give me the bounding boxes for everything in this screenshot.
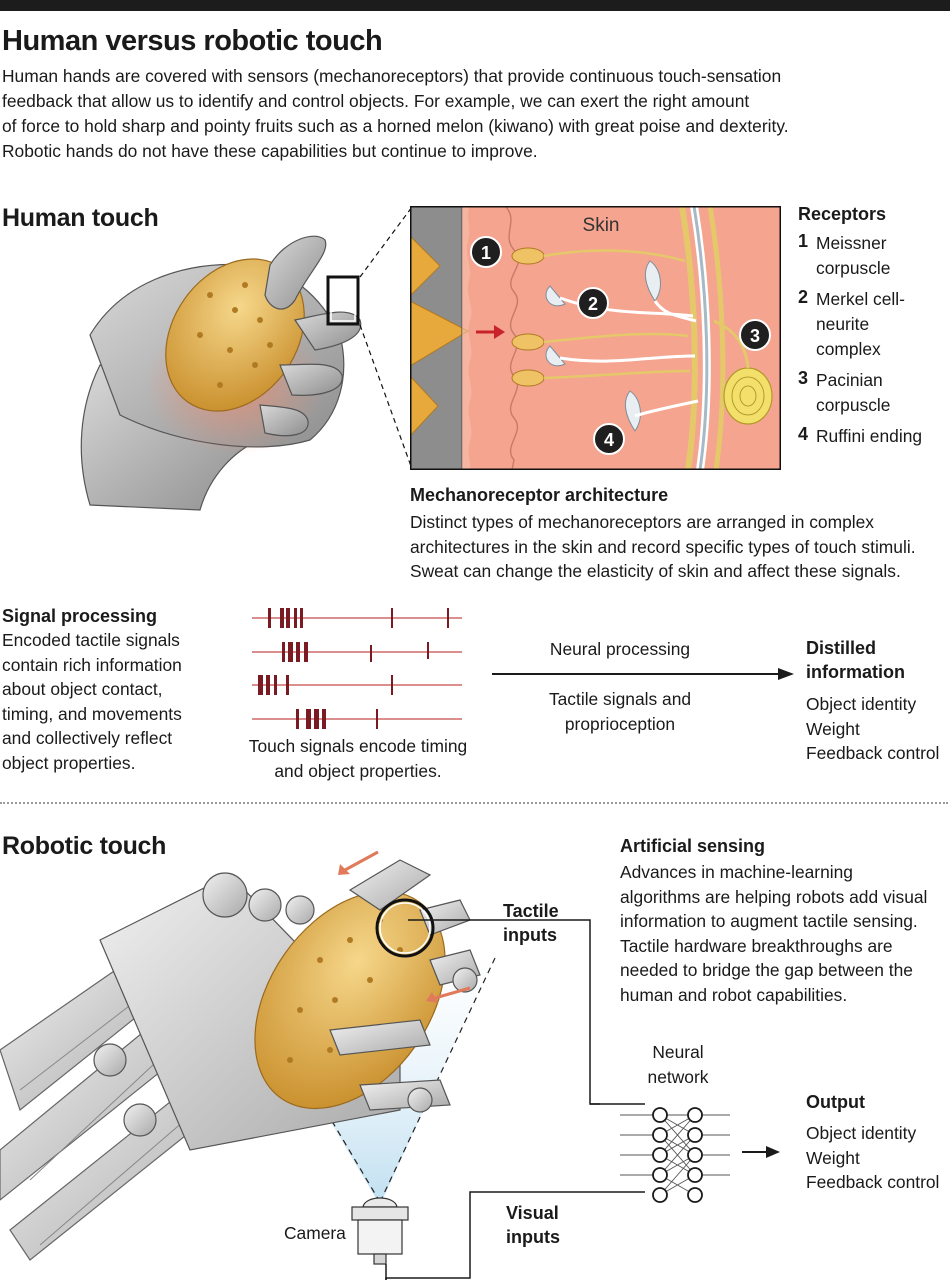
receptor-item: 1 Meissner corpuscle (798, 231, 891, 278)
skin-cross-section: 1 2 3 4 Skin (410, 206, 781, 470)
section-divider (0, 802, 948, 804)
intro-line: of force to hold sharp and pointy fruits… (2, 116, 789, 136)
camera-label: Camera (284, 1223, 346, 1243)
neural-processing-label: Neural processing (549, 639, 691, 659)
receptor-item: 2 Merkel cell- neurite complex (798, 287, 905, 359)
architecture-heading: Mechanoreceptor architecture (410, 485, 669, 505)
svg-text:2: 2 (588, 294, 598, 314)
signal-processing-heading: Signal processing (2, 606, 158, 626)
distilled-heading: Distilled information (806, 638, 905, 682)
intro-line: Human hands are covered with sensors (me… (2, 66, 782, 86)
architecture-text: Distinct types of mechanoreceptors are a… (410, 512, 916, 581)
marker-1: 1 (470, 236, 502, 268)
receptor-item: 3 Pacinian corpuscle (798, 368, 891, 415)
signal-processing-text: Encoded tactile signals contain rich inf… (2, 630, 182, 773)
zoom-lines (359, 206, 413, 470)
spike-trains (252, 608, 462, 729)
page-title: Human versus robotic touch (2, 25, 383, 57)
tactile-wire (408, 919, 600, 1105)
output-heading: Output (806, 1092, 865, 1112)
human-hand-illustration (80, 235, 362, 511)
receptors-legend: Receptors 1 Meissner corpuscle 2 Merkel … (798, 204, 948, 449)
artificial-sensing-text: Advances in machine-learning algorithms … (620, 862, 928, 1005)
neural-network-label: Neural network (647, 1042, 709, 1087)
intro-line: feedback that allow us to identify and c… (2, 91, 750, 111)
top-rule (0, 0, 950, 11)
robotic-touch-heading: Robotic touch (2, 832, 167, 860)
svg-text:1: 1 (481, 243, 491, 263)
receptors-heading: Receptors (798, 204, 887, 224)
tactile-inputs-label: Tactile inputs (503, 901, 559, 945)
output-items: Object identity Weight Feedback control (806, 1123, 940, 1192)
visual-inputs-label: Visual inputs (506, 1203, 560, 1247)
zoom-box (326, 275, 360, 326)
intro-paragraph: Human hands are covered with sensors (me… (2, 64, 942, 164)
spike-caption: Touch signals encode timing and object p… (248, 736, 468, 781)
tactile-sensor-highlight (375, 898, 435, 958)
camera-icon (351, 1197, 409, 1265)
marker-3: 3 (739, 319, 771, 351)
neural-network-diagram (385, 1103, 780, 1280)
skin-label: Skin (583, 215, 620, 236)
marker-2: 2 (577, 287, 609, 319)
thumb (264, 235, 327, 310)
robot-hand-illustration (0, 850, 600, 1280)
marker-4: 4 (593, 423, 625, 455)
intro-line: Robotic hands do not have these capabili… (2, 141, 538, 161)
visual-wire (385, 1191, 645, 1280)
human-touch-heading: Human touch (2, 204, 159, 232)
distilled-items: Object identity Weight Feedback control (806, 694, 940, 763)
artificial-sensing-heading: Artificial sensing (620, 836, 766, 856)
svg-text:3: 3 (750, 326, 760, 346)
svg-text:4: 4 (604, 430, 614, 450)
tactile-proprioception-label: Tactile signals and proprioception (548, 689, 692, 734)
receptor-item: 4 Ruffini ending (798, 424, 923, 446)
processing-arrow (492, 668, 794, 680)
